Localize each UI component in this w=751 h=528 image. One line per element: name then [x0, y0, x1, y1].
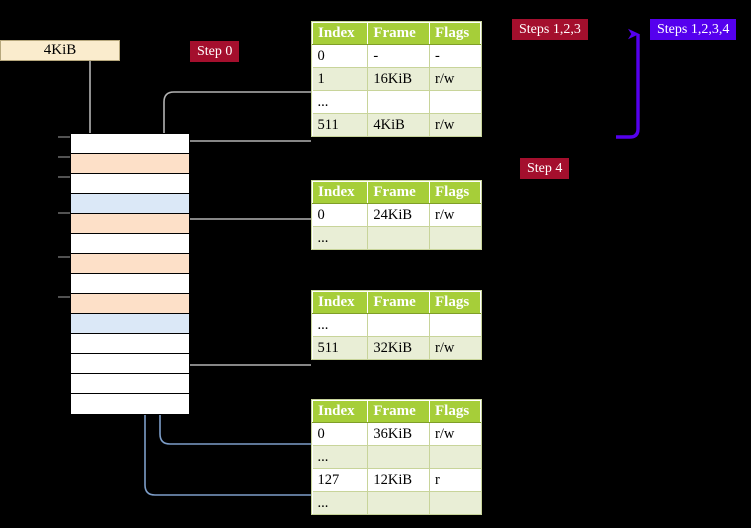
cell-flags: r: [429, 468, 481, 492]
cell-index: ...: [312, 226, 368, 249]
memory-row: [71, 134, 189, 154]
cell-frame: [367, 226, 430, 249]
cell-index: ...: [312, 313, 368, 337]
memory-row: [71, 394, 189, 414]
memory-row: [71, 254, 189, 274]
cell-flags: r/w: [429, 422, 481, 446]
memory-column: [70, 133, 190, 415]
cell-frame: 24KiB: [367, 203, 430, 227]
cell-flags: [429, 445, 481, 469]
cell-flags: r/w: [429, 113, 481, 136]
column-header-flags: Flags: [429, 291, 481, 314]
column-header-index: Index: [311, 22, 369, 45]
memory-row: [71, 274, 189, 294]
cell-frame: 12KiB: [367, 468, 430, 492]
table-row[interactable]: 1 16KiB r/w: [312, 67, 481, 91]
cell-flags: [429, 90, 481, 114]
table-row[interactable]: 127 12KiB r: [312, 468, 481, 492]
connector-t3-511-to-memory: [172, 296, 311, 366]
cell-index: 0: [312, 422, 368, 446]
cell-frame: 16KiB: [367, 67, 430, 91]
cell-flags: -: [429, 44, 481, 68]
cell-frame: [367, 90, 430, 114]
memory-row: [71, 334, 189, 354]
cell-flags: r/w: [429, 336, 481, 359]
table-header-row: Index Frame Flags: [311, 291, 481, 314]
cell-flags: [429, 313, 481, 337]
cell-flags: r/w: [429, 203, 481, 227]
column-header-flags: Flags: [429, 400, 481, 423]
cell-index: ...: [312, 491, 368, 514]
cell-frame: 36KiB: [367, 422, 430, 446]
memory-row: [71, 234, 189, 254]
table-row[interactable]: 0 - -: [312, 44, 481, 68]
table-row[interactable]: ...: [312, 90, 481, 114]
badge-step-0: Step 0: [190, 41, 240, 62]
cell-frame: [367, 445, 430, 469]
page-table-pml4: Index Frame Flags 0 - - 1 16KiB r/w ...: [311, 21, 482, 137]
memory-row: [71, 174, 189, 194]
badge-steps-123: Steps 1,2,3: [512, 19, 588, 40]
purple-loop-arrow: [616, 28, 640, 139]
memory-row: [71, 294, 189, 314]
table-header-row: Index Frame Flags: [311, 181, 481, 204]
page-table-pdp: Index Frame Flags 0 24KiB r/w ...: [311, 180, 482, 250]
cell-index: 1: [312, 67, 368, 91]
cell-frame: -: [367, 44, 430, 68]
memory-row: [71, 314, 189, 334]
table-row[interactable]: 0 36KiB r/w: [312, 422, 481, 446]
cell-frame: 32KiB: [367, 336, 430, 359]
table-row[interactable]: ...: [312, 445, 481, 469]
table-row[interactable]: 0 24KiB r/w: [312, 203, 481, 227]
cell-index: ...: [312, 90, 368, 114]
memory-row: [71, 194, 189, 214]
cell-frame: [367, 313, 430, 337]
column-header-frame: Frame: [367, 22, 431, 45]
connector-t2-0-to-memory: [179, 218, 311, 264]
cell-index: 0: [312, 44, 368, 68]
cell-frame: 4KiB: [367, 113, 430, 136]
cell-index: 0: [312, 203, 368, 227]
column-header-frame: Frame: [367, 400, 431, 423]
column-header-frame: Frame: [367, 181, 431, 204]
badge-step-4: Step 4: [520, 158, 570, 179]
page-table-pd: Index Frame Flags ... 511 32KiB r/w: [311, 290, 482, 360]
memory-row: [71, 154, 189, 174]
column-header-flags: Flags: [429, 22, 481, 45]
column-header-flags: Flags: [429, 181, 481, 204]
cell-flags: r/w: [429, 67, 481, 91]
memory-row: [71, 354, 189, 374]
column-header-index: Index: [311, 291, 369, 314]
frame-size-label: 4KiB: [0, 40, 120, 61]
cell-index: ...: [312, 445, 368, 469]
cell-frame: [367, 491, 430, 514]
memory-row: [71, 374, 189, 394]
column-header-index: Index: [311, 181, 369, 204]
table-row[interactable]: ...: [312, 313, 481, 337]
table-row[interactable]: ...: [312, 226, 481, 249]
cell-index: 511: [312, 336, 368, 359]
column-header-index: Index: [311, 400, 369, 423]
table-header-row: Index Frame Flags: [311, 22, 481, 45]
table-row[interactable]: 511 4KiB r/w: [312, 113, 481, 136]
table-header-row: Index Frame Flags: [311, 400, 481, 423]
frame-size-text: 4KiB: [43, 42, 77, 58]
table-row[interactable]: ...: [312, 491, 481, 514]
badge-steps-1234: Steps 1,2,3,4: [650, 19, 737, 40]
cell-flags: [429, 226, 481, 249]
cell-index: 511: [312, 113, 368, 136]
page-table-pt: Index Frame Flags 0 36KiB r/w ... 127 12…: [311, 399, 482, 515]
column-header-frame: Frame: [367, 291, 431, 314]
cell-index: 127: [312, 468, 368, 492]
table-row[interactable]: 511 32KiB r/w: [312, 336, 481, 359]
memory-row: [71, 214, 189, 234]
cell-flags: [429, 491, 481, 514]
